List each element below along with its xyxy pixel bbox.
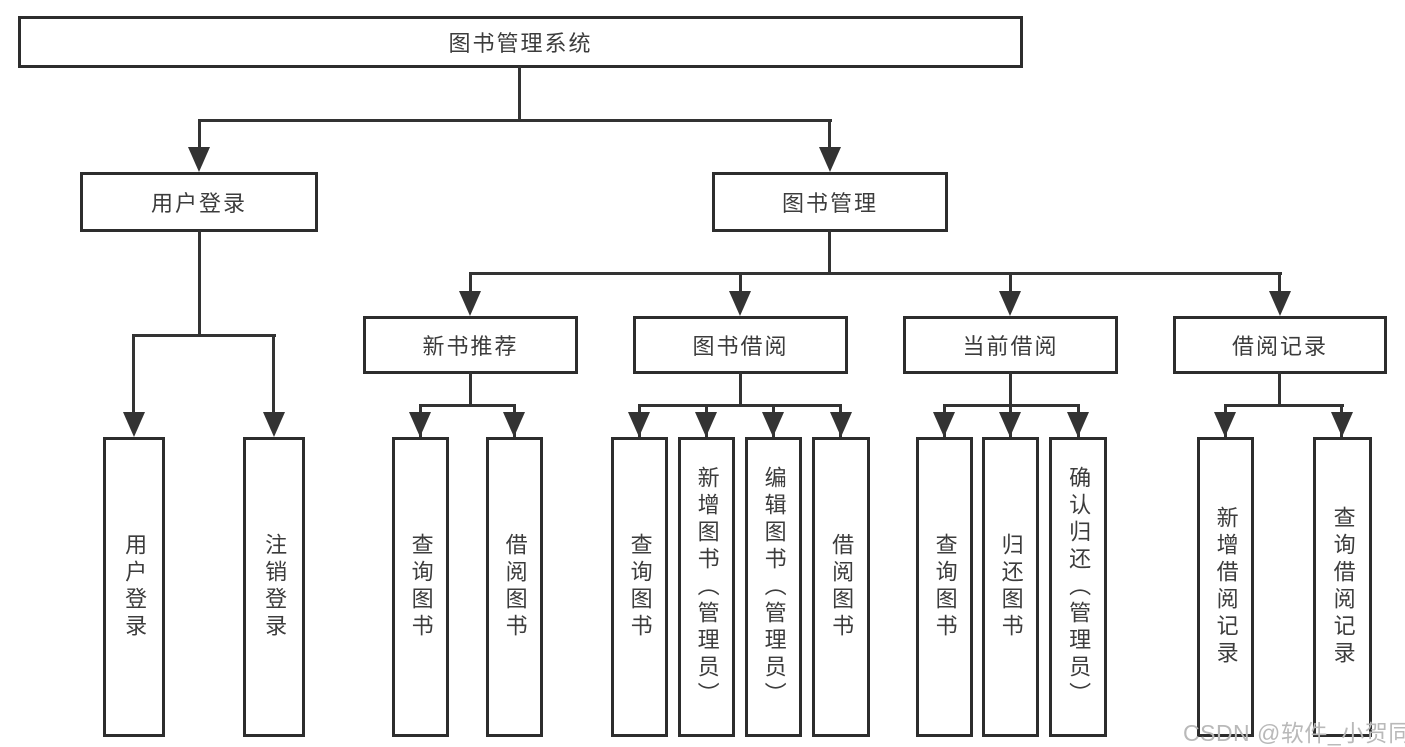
connector-line <box>638 404 842 407</box>
arrow-down-icon <box>123 412 145 437</box>
node-new-book-recommend: 新书推荐 <box>363 316 578 374</box>
arrow-down-icon <box>729 291 751 316</box>
connector-line <box>198 119 201 152</box>
arrow-down-icon <box>933 412 955 437</box>
node-current-borrowing: 当前借阅 <box>903 316 1118 374</box>
node-borrow-records: 借阅记录 <box>1173 316 1387 374</box>
connector-line <box>419 404 516 407</box>
node-book-management-label: 图书管理 <box>781 191 878 216</box>
connector-line <box>739 272 742 296</box>
connector-line <box>132 334 135 414</box>
node-book-borrowing: 图书借阅 <box>633 316 848 374</box>
node-leaf-borrow-books-1: 借阅图书 <box>486 437 543 737</box>
arrow-down-icon <box>188 147 210 172</box>
connector-line <box>1278 272 1281 296</box>
node-library-system: 图书管理系统 <box>18 16 1023 68</box>
node-leaf-add-books-admin-label: 新增图书（管理员） <box>694 465 720 709</box>
arrow-down-icon <box>762 412 784 437</box>
node-leaf-confirm-return-admin-label: 确认归还（管理员） <box>1066 465 1092 709</box>
node-leaf-edit-books-admin-label: 编辑图书（管理员） <box>761 465 787 709</box>
connector-line <box>272 334 275 414</box>
connector-line <box>469 272 472 296</box>
node-leaf-user-login: 用户登录 <box>103 437 165 737</box>
node-leaf-logout-label: 注销登录 <box>262 533 288 641</box>
node-leaf-query-books-1: 查询图书 <box>392 437 449 737</box>
arrow-down-icon <box>409 412 431 437</box>
connector-line <box>198 230 201 336</box>
node-leaf-query-books-2-label: 查询图书 <box>627 533 653 641</box>
arrow-down-icon <box>1067 412 1089 437</box>
arrow-down-icon <box>263 412 285 437</box>
node-leaf-add-books-admin: 新增图书（管理员） <box>678 437 735 737</box>
node-current-borrowing-label: 当前借阅 <box>962 334 1059 359</box>
connector-line <box>739 372 742 406</box>
arrow-down-icon <box>503 412 525 437</box>
connector-line <box>828 119 831 152</box>
node-leaf-borrow-books-2: 借阅图书 <box>812 437 870 737</box>
node-leaf-borrow-books-1-label: 借阅图书 <box>502 533 528 641</box>
arrow-down-icon <box>830 412 852 437</box>
node-leaf-query-books-3-label: 查询图书 <box>932 533 958 641</box>
node-leaf-add-borrow-record-label: 新增借阅记录 <box>1213 506 1239 668</box>
node-leaf-edit-books-admin: 编辑图书（管理员） <box>745 437 802 737</box>
arrow-down-icon <box>628 412 650 437</box>
arrow-down-icon <box>999 412 1021 437</box>
connector-line <box>469 272 1282 275</box>
connector-line <box>1224 404 1344 407</box>
watermark: CSDN @软件_小贺同学 <box>1183 720 1405 746</box>
node-leaf-add-borrow-record: 新增借阅记录 <box>1197 437 1254 737</box>
arrow-down-icon <box>1214 412 1236 437</box>
node-leaf-logout: 注销登录 <box>243 437 305 737</box>
node-book-borrowing-label: 图书借阅 <box>692 334 789 359</box>
node-leaf-query-books-1-label: 查询图书 <box>408 533 434 641</box>
arrow-down-icon <box>819 147 841 172</box>
node-leaf-query-books-2: 查询图书 <box>611 437 668 737</box>
connector-line <box>198 119 832 122</box>
connector-line <box>518 66 521 121</box>
node-leaf-user-login-label: 用户登录 <box>122 533 148 641</box>
node-leaf-query-borrow-record-label: 查询借阅记录 <box>1330 506 1356 668</box>
node-leaf-query-borrow-record: 查询借阅记录 <box>1313 437 1372 737</box>
node-book-management: 图书管理 <box>712 172 948 232</box>
node-leaf-return-books-label: 归还图书 <box>998 533 1024 641</box>
connector-line <box>828 230 831 274</box>
node-leaf-borrow-books-2-label: 借阅图书 <box>829 533 855 641</box>
connector-line <box>1009 272 1012 296</box>
node-user-login-branch-label: 用户登录 <box>150 191 247 216</box>
connector-line <box>133 334 276 337</box>
connector-line <box>469 372 472 406</box>
node-leaf-return-books: 归还图书 <box>982 437 1039 737</box>
arrow-down-icon <box>999 291 1021 316</box>
node-leaf-confirm-return-admin: 确认归还（管理员） <box>1049 437 1107 737</box>
arrow-down-icon <box>695 412 717 437</box>
arrow-down-icon <box>459 291 481 316</box>
arrow-down-icon <box>1331 412 1353 437</box>
node-user-login-branch: 用户登录 <box>80 172 318 232</box>
node-new-book-recommend-label: 新书推荐 <box>422 334 519 359</box>
node-borrow-records-label: 借阅记录 <box>1231 334 1328 359</box>
node-leaf-query-books-3: 查询图书 <box>916 437 973 737</box>
node-library-system-label: 图书管理系统 <box>448 31 593 56</box>
connector-line <box>1278 372 1281 406</box>
connector-line <box>1009 372 1012 406</box>
arrow-down-icon <box>1269 291 1291 316</box>
